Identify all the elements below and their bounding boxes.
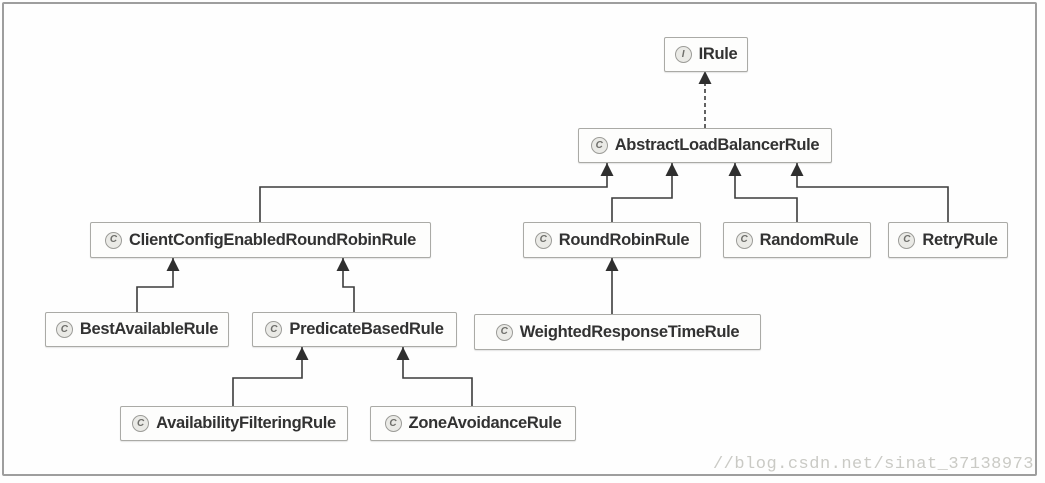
class-icon: C — [495, 323, 513, 341]
interface-icon: I — [674, 46, 692, 63]
class-name-label: BestAvailableRule — [79, 320, 219, 338]
class-node-irule[interactable]: I IRule — [664, 37, 748, 72]
class-node-abstract[interactable]: C AbstractLoadBalancerRule — [578, 128, 832, 163]
arrowhead-icon — [166, 258, 180, 271]
arrowhead-icon — [728, 163, 742, 176]
arrowhead-icon — [665, 163, 679, 176]
class-name-label: RetryRule — [922, 230, 998, 249]
class-node-random[interactable]: C RandomRule — [723, 222, 871, 258]
class-node-ccerr[interactable]: C ClientConfigEnabledRoundRobinRule — [90, 222, 431, 258]
arrowhead-icon — [295, 347, 309, 360]
class-name-label: ClientConfigEnabledRoundRobinRule — [128, 230, 417, 249]
class-icon: C — [735, 231, 753, 249]
inheritance-edge — [611, 163, 673, 222]
class-icon: C — [132, 415, 150, 432]
class-name-label: ZoneAvoidanceRule — [408, 414, 562, 432]
class-icon: C — [104, 231, 122, 249]
class-name-label: RandomRule — [759, 230, 859, 249]
class-icon: C — [265, 321, 283, 338]
class-name-label: AvailabilityFilteringRule — [156, 414, 336, 432]
class-node-predicate[interactable]: C PredicateBasedRule — [252, 312, 457, 347]
inheritance-edge — [259, 163, 608, 222]
arrowhead-icon — [336, 258, 350, 271]
arrowhead-icon — [698, 71, 712, 84]
class-node-roundrobin[interactable]: C RoundRobinRule — [523, 222, 701, 258]
class-node-availfilter[interactable]: C AvailabilityFilteringRule — [120, 406, 348, 441]
arrowhead-icon — [396, 347, 410, 360]
class-icon: C — [898, 231, 916, 249]
arrowhead-icon — [605, 258, 619, 271]
class-icon: C — [55, 321, 73, 338]
inheritance-edge — [734, 163, 798, 222]
arrowhead-icon — [600, 163, 614, 176]
class-name-label: RoundRobinRule — [558, 230, 690, 249]
class-name-label: WeightedResponseTimeRule — [519, 322, 740, 341]
class-icon: C — [384, 415, 402, 432]
class-node-zoneavoid[interactable]: C ZoneAvoidanceRule — [370, 406, 576, 441]
class-name-label: PredicateBasedRule — [289, 320, 444, 338]
class-name-label: IRule — [698, 45, 738, 63]
class-name-label: AbstractLoadBalancerRule — [614, 136, 820, 154]
inheritance-edge — [402, 347, 473, 406]
class-icon: C — [534, 231, 552, 249]
class-node-retry[interactable]: C RetryRule — [888, 222, 1008, 258]
class-icon: C — [590, 137, 608, 154]
inheritance-edge — [232, 347, 303, 406]
inheritance-edge — [136, 258, 174, 312]
class-node-weighted[interactable]: C WeightedResponseTimeRule — [474, 314, 761, 350]
arrowhead-icon — [790, 163, 804, 176]
inheritance-edge — [796, 163, 949, 222]
class-node-bestavail[interactable]: C BestAvailableRule — [45, 312, 229, 347]
inheritance-edge — [342, 258, 355, 312]
